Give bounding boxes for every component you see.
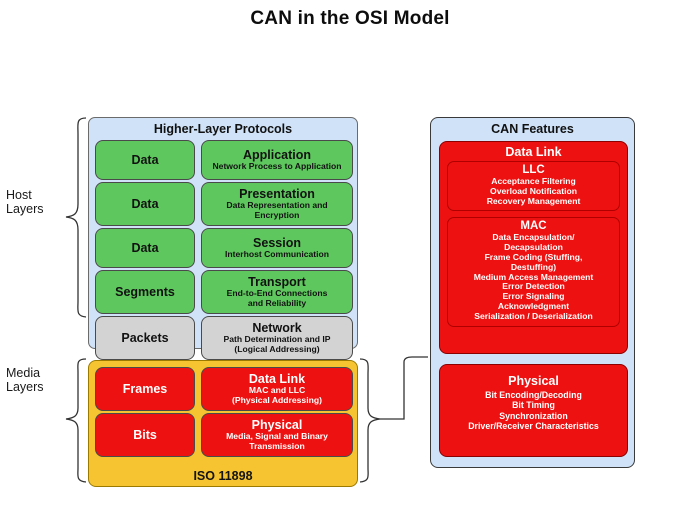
- osi-layer-data-link: Data Link MAC and LLC (Physical Addressi…: [201, 367, 353, 411]
- osi-layer-desc-line: Data Representation and: [226, 200, 328, 211]
- can-block-title: Data Link: [505, 145, 562, 159]
- osi-layer-desc-line: Path Determination and IP: [223, 334, 331, 345]
- osi-row-application: Data Application Network Process to Appl…: [95, 140, 353, 180]
- can-feature-line: Serialization / Deserialization: [474, 310, 593, 321]
- media-layers-brace-icon: [65, 358, 87, 483]
- osi-layer-desc-line: Network Process to Application: [212, 161, 342, 172]
- can-block-title: Physical: [508, 374, 559, 388]
- host-layers-label-line2: Layers: [6, 202, 44, 216]
- osi-layer-name: Transport: [248, 275, 306, 290]
- iso-standard-label: ISO 11898: [193, 469, 253, 483]
- osi-layer-desc-line: Interhost Communication: [224, 249, 330, 260]
- osi-panel-title: Higher-Layer Protocols: [153, 122, 293, 136]
- can-feature-line: Error Signaling: [502, 291, 565, 302]
- page-title: CAN in the OSI Model: [250, 8, 450, 29]
- osi-pdu-application: Data: [95, 140, 195, 180]
- osi-layer-name: Network: [252, 321, 302, 336]
- can-feature-line: Synchronization: [499, 410, 568, 421]
- osi-row-data-link: Frames Data Link MAC and LLC (Physical A…: [95, 367, 353, 411]
- can-subsection-llc: LLC Acceptance Filtering Overload Notifi…: [447, 161, 620, 212]
- can-feature-line: Driver/Receiver Characteristics: [468, 421, 599, 432]
- osi-layer-presentation: Presentation Data Representation and Enc…: [201, 182, 353, 226]
- osi-layer-name: Session: [253, 236, 301, 251]
- can-panel-title: CAN Features: [491, 122, 574, 136]
- can-feature-line: Acceptance Filtering: [491, 176, 576, 186]
- media-layers-label-line2: Layers: [6, 380, 44, 394]
- osi-layer-desc-line: MAC and LLC: [248, 385, 306, 396]
- osi-layer-application: Application Network Process to Applicati…: [201, 140, 353, 180]
- osi-layer-session: Session Interhost Communication: [201, 228, 353, 268]
- osi-pdu-label: Data: [131, 241, 159, 255]
- can-feature-line: Frame Coding (Stuffing,: [484, 251, 583, 262]
- osi-layer-desc-line: (Logical Addressing): [234, 344, 320, 354]
- host-layers-label: Host Layers: [6, 188, 64, 216]
- host-layers-brace-icon: [65, 117, 87, 318]
- osi-pdu-transport: Segments: [95, 270, 195, 314]
- osi-pdu-label: Packets: [121, 331, 169, 345]
- osi-layer-desc-line: Transmission: [249, 441, 305, 451]
- host-layers-label-line1: Host: [6, 188, 32, 202]
- osi-higher-layer-protocols-panel: Higher-Layer Protocols Data Application …: [88, 117, 358, 360]
- osi-row-presentation: Data Presentation Data Representation an…: [95, 182, 353, 226]
- media-layers-label: Media Layers: [6, 366, 64, 394]
- osi-pdu-network: Packets: [95, 316, 195, 360]
- can-feature-line: Recovery Management: [486, 195, 581, 206]
- osi-layer-desc-line: Encryption: [254, 210, 300, 220]
- can-block-physical: Physical Bit Encoding/Decoding Bit Timin…: [439, 364, 628, 457]
- can-feature-line: Bit Timing: [512, 400, 555, 411]
- osi-row-session: Data Session Interhost Communication: [95, 228, 353, 268]
- can-feature-line: Destuffing): [510, 261, 557, 272]
- osi-layer-physical: Physical Media, Signal and Binary Transm…: [201, 413, 353, 457]
- osi-pdu-label: Data: [131, 197, 159, 211]
- osi-pdu-physical: Bits: [95, 413, 195, 457]
- osi-pdu-label: Segments: [115, 285, 175, 299]
- can-features-panel: CAN Features Data Link LLC Acceptance Fi…: [430, 117, 635, 468]
- osi-layer-desc-line: Media, Signal and Binary: [226, 431, 328, 442]
- osi-row-network: Packets Network Path Determination and I…: [95, 316, 353, 360]
- osi-pdu-data-link: Frames: [95, 367, 195, 411]
- osi-row-physical: Bits Physical Media, Signal and Binary T…: [95, 413, 353, 457]
- osi-pdu-presentation: Data: [95, 182, 195, 226]
- osi-layer-name: Data Link: [248, 372, 306, 387]
- iso-11898-panel: Frames Data Link MAC and LLC (Physical A…: [88, 360, 358, 487]
- osi-pdu-label: Frames: [122, 382, 168, 396]
- can-feature-line: Overload Notification: [490, 185, 577, 196]
- osi-layer-name: Application: [242, 148, 312, 163]
- can-feature-line: Bit Encoding/Decoding: [485, 390, 582, 400]
- iso-to-can-connector-brace-icon: [359, 356, 428, 483]
- can-feature-line: Acknowledgment: [497, 300, 570, 311]
- osi-layer-desc-line: and Reliability: [247, 298, 307, 308]
- osi-pdu-label: Data: [131, 153, 159, 167]
- can-feature-line: Data Encapsulation/: [492, 232, 575, 243]
- osi-layer-desc-line: End-to-End Connections: [226, 288, 328, 299]
- osi-layer-network: Network Path Determination and IP (Logic…: [201, 316, 353, 360]
- can-subsection-title: MAC: [520, 220, 547, 233]
- osi-pdu-label: Bits: [133, 428, 157, 442]
- can-subsection-mac: MAC Data Encapsulation/ Decapsulation Fr…: [447, 217, 620, 327]
- osi-layer-transport: Transport End-to-End Connections and Rel…: [201, 270, 353, 314]
- can-block-data-link: Data Link LLC Acceptance Filtering Overl…: [439, 141, 628, 354]
- can-feature-line: Error Detection: [502, 281, 565, 292]
- osi-row-transport: Segments Transport End-to-End Connection…: [95, 270, 353, 314]
- osi-layer-name: Presentation: [239, 187, 315, 202]
- osi-pdu-session: Data: [95, 228, 195, 268]
- can-subsection-title: LLC: [522, 164, 545, 176]
- osi-layer-name: Physical: [251, 418, 303, 433]
- media-layers-label-line1: Media: [6, 366, 41, 380]
- can-feature-line: Medium Access Management: [473, 271, 594, 282]
- can-feature-line: Decapsulation: [504, 242, 563, 253]
- osi-layer-desc-line: (Physical Addressing): [232, 395, 322, 405]
